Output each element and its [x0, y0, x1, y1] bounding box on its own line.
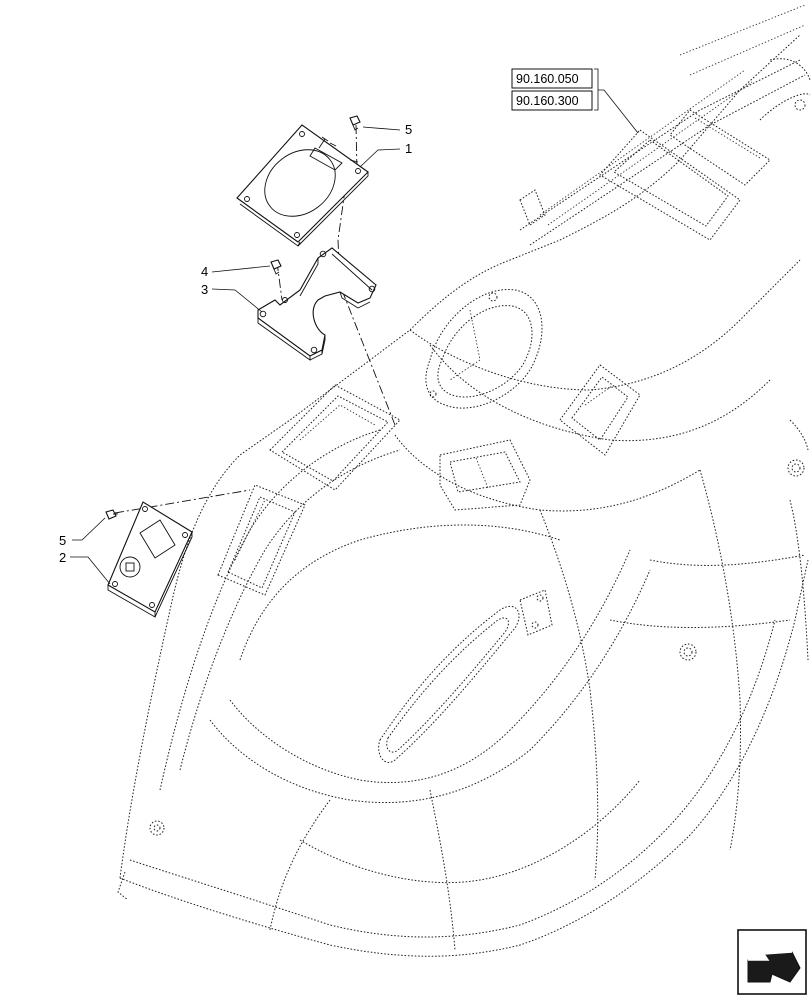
callout-4: 4: [201, 264, 208, 279]
reference-label-1[interactable]: 90.160.050: [516, 72, 579, 86]
console-outline: [117, 4, 811, 957]
reference-bracket: [594, 68, 639, 134]
part-1-plate[interactable]: [236, 124, 369, 247]
callout-3: 3: [201, 282, 208, 297]
screw-5-top[interactable]: [349, 115, 361, 131]
screw-5-lower[interactable]: [105, 509, 118, 520]
callout-1: 1: [405, 141, 412, 156]
reference-label-2[interactable]: 90.160.300: [516, 94, 579, 108]
reference-box-1[interactable]: [511, 68, 593, 89]
callout-5-lower: 5: [59, 533, 66, 548]
callout-2: 2: [59, 550, 66, 565]
part-2-switch-plate[interactable]: [107, 501, 193, 618]
reference-box-2[interactable]: [511, 90, 593, 111]
callout-5-top: 5: [405, 122, 412, 137]
next-page-arrow-icon[interactable]: [737, 929, 807, 995]
screw-4[interactable]: [270, 259, 282, 275]
reference-boxes: 90.160.050 90.160.300: [511, 68, 639, 134]
callout-leaders: [70, 126, 401, 585]
part-3-bracket[interactable]: [257, 247, 377, 361]
